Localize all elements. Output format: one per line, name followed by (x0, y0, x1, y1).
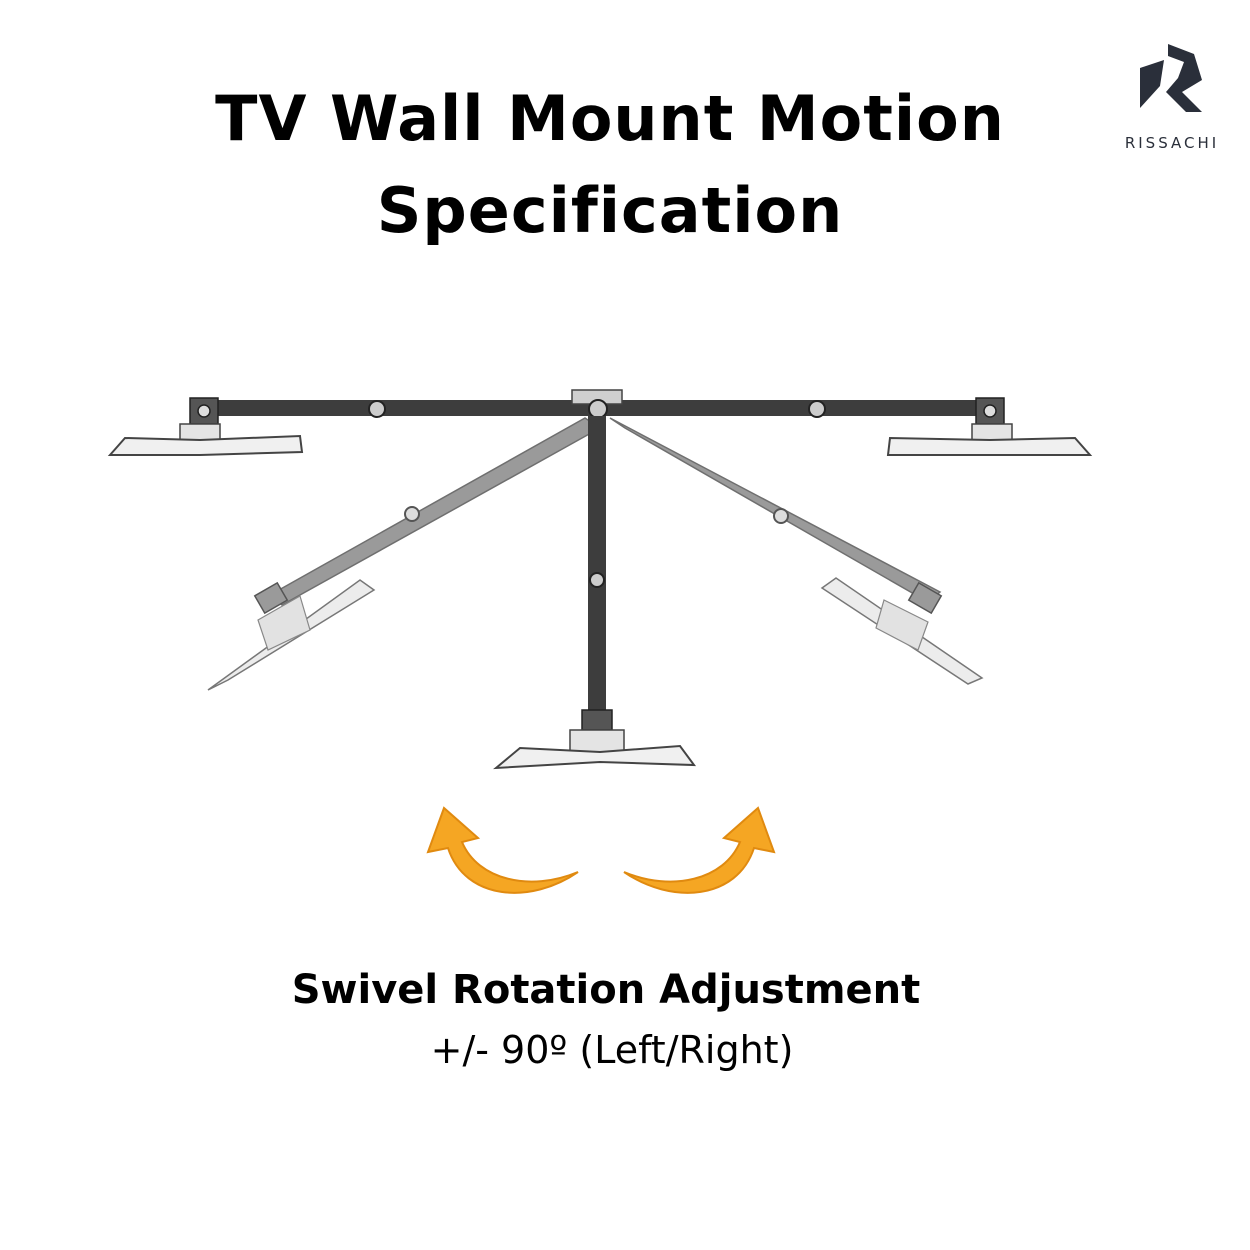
page-title-line-1: TV Wall Mount Motion (215, 82, 1005, 155)
left-end-bracket (107, 397, 304, 456)
right-diagonal-arm (609, 417, 984, 685)
right-end-bracket (886, 397, 1093, 456)
rissachi-logo-icon (1140, 44, 1202, 112)
caption-title: Swivel Rotation Adjustment (291, 967, 921, 1013)
right-rotation-arrow-icon (623, 806, 776, 894)
brand-logo: RISSACHI (1112, 40, 1232, 160)
page-title-line-2: Specification (376, 174, 844, 247)
brand-name: RISSACHI (1124, 134, 1220, 152)
left-rotation-arrow-icon (426, 806, 579, 894)
caption-value: +/- 90º (Left/Right) (430, 1028, 794, 1072)
vertical-arm (493, 416, 697, 770)
horizontal-arm (195, 389, 1000, 419)
left-diagonal-arm (207, 417, 602, 691)
